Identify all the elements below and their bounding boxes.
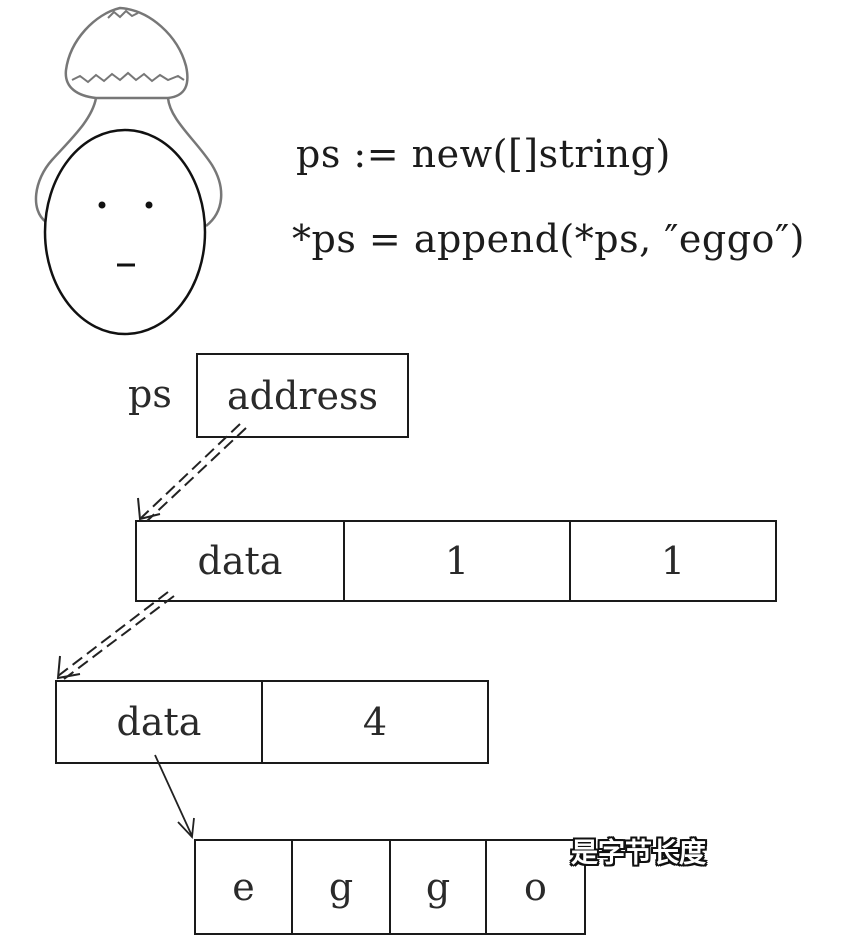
right-eye bbox=[145, 201, 153, 209]
slice-header-cell-cap: 1 bbox=[571, 522, 775, 600]
pointer-var-label: ps bbox=[128, 372, 172, 416]
arrow-slice-to-string bbox=[56, 591, 175, 680]
left-eye bbox=[98, 201, 106, 209]
face-outline bbox=[43, 128, 207, 336]
string-header-len-text: 4 bbox=[362, 700, 388, 744]
pointer-address-box: address bbox=[196, 353, 409, 438]
video-subtitle: 是字节长度 bbox=[571, 838, 706, 869]
string-header-data-text: data bbox=[116, 700, 202, 744]
hat-outline bbox=[64, 6, 189, 100]
arrow-string-to-bytes bbox=[154, 754, 195, 840]
code-line-append: *ps = append(*ps, ″eggo″) bbox=[292, 217, 805, 261]
byte-cell-1-text: g bbox=[328, 865, 354, 909]
pointer-address-text: address bbox=[227, 373, 378, 418]
hair-outline bbox=[34, 97, 223, 227]
byte-cell-2-text: g bbox=[425, 865, 451, 909]
string-header-cell-data: data bbox=[57, 682, 263, 762]
slice-header-len-text: 1 bbox=[444, 539, 470, 583]
byte-cell-3-text: o bbox=[524, 865, 547, 909]
arrow-ps-to-slice bbox=[137, 423, 247, 522]
slice-header-cell-data: data bbox=[137, 522, 345, 600]
byte-cell-2: g bbox=[391, 841, 487, 933]
hat-fringe bbox=[71, 71, 185, 84]
byte-cell-1: g bbox=[293, 841, 391, 933]
byte-cell-3: o bbox=[487, 841, 584, 933]
slice-header-data-text: data bbox=[197, 539, 283, 583]
slice-header-cell-len: 1 bbox=[345, 522, 571, 600]
hat-top-fringe bbox=[107, 9, 139, 19]
code-line-new-slice: ps := new([]string) bbox=[296, 132, 671, 176]
slice-header-row: data 1 1 bbox=[135, 520, 777, 602]
string-header-cell-len: 4 bbox=[263, 682, 487, 762]
string-header-row: data 4 bbox=[55, 680, 489, 764]
byte-cell-0: e bbox=[196, 841, 293, 933]
byte-cell-0-text: e bbox=[232, 865, 255, 909]
slice-header-cap-text: 1 bbox=[660, 539, 686, 583]
byte-array-row: e g g o bbox=[194, 839, 586, 935]
